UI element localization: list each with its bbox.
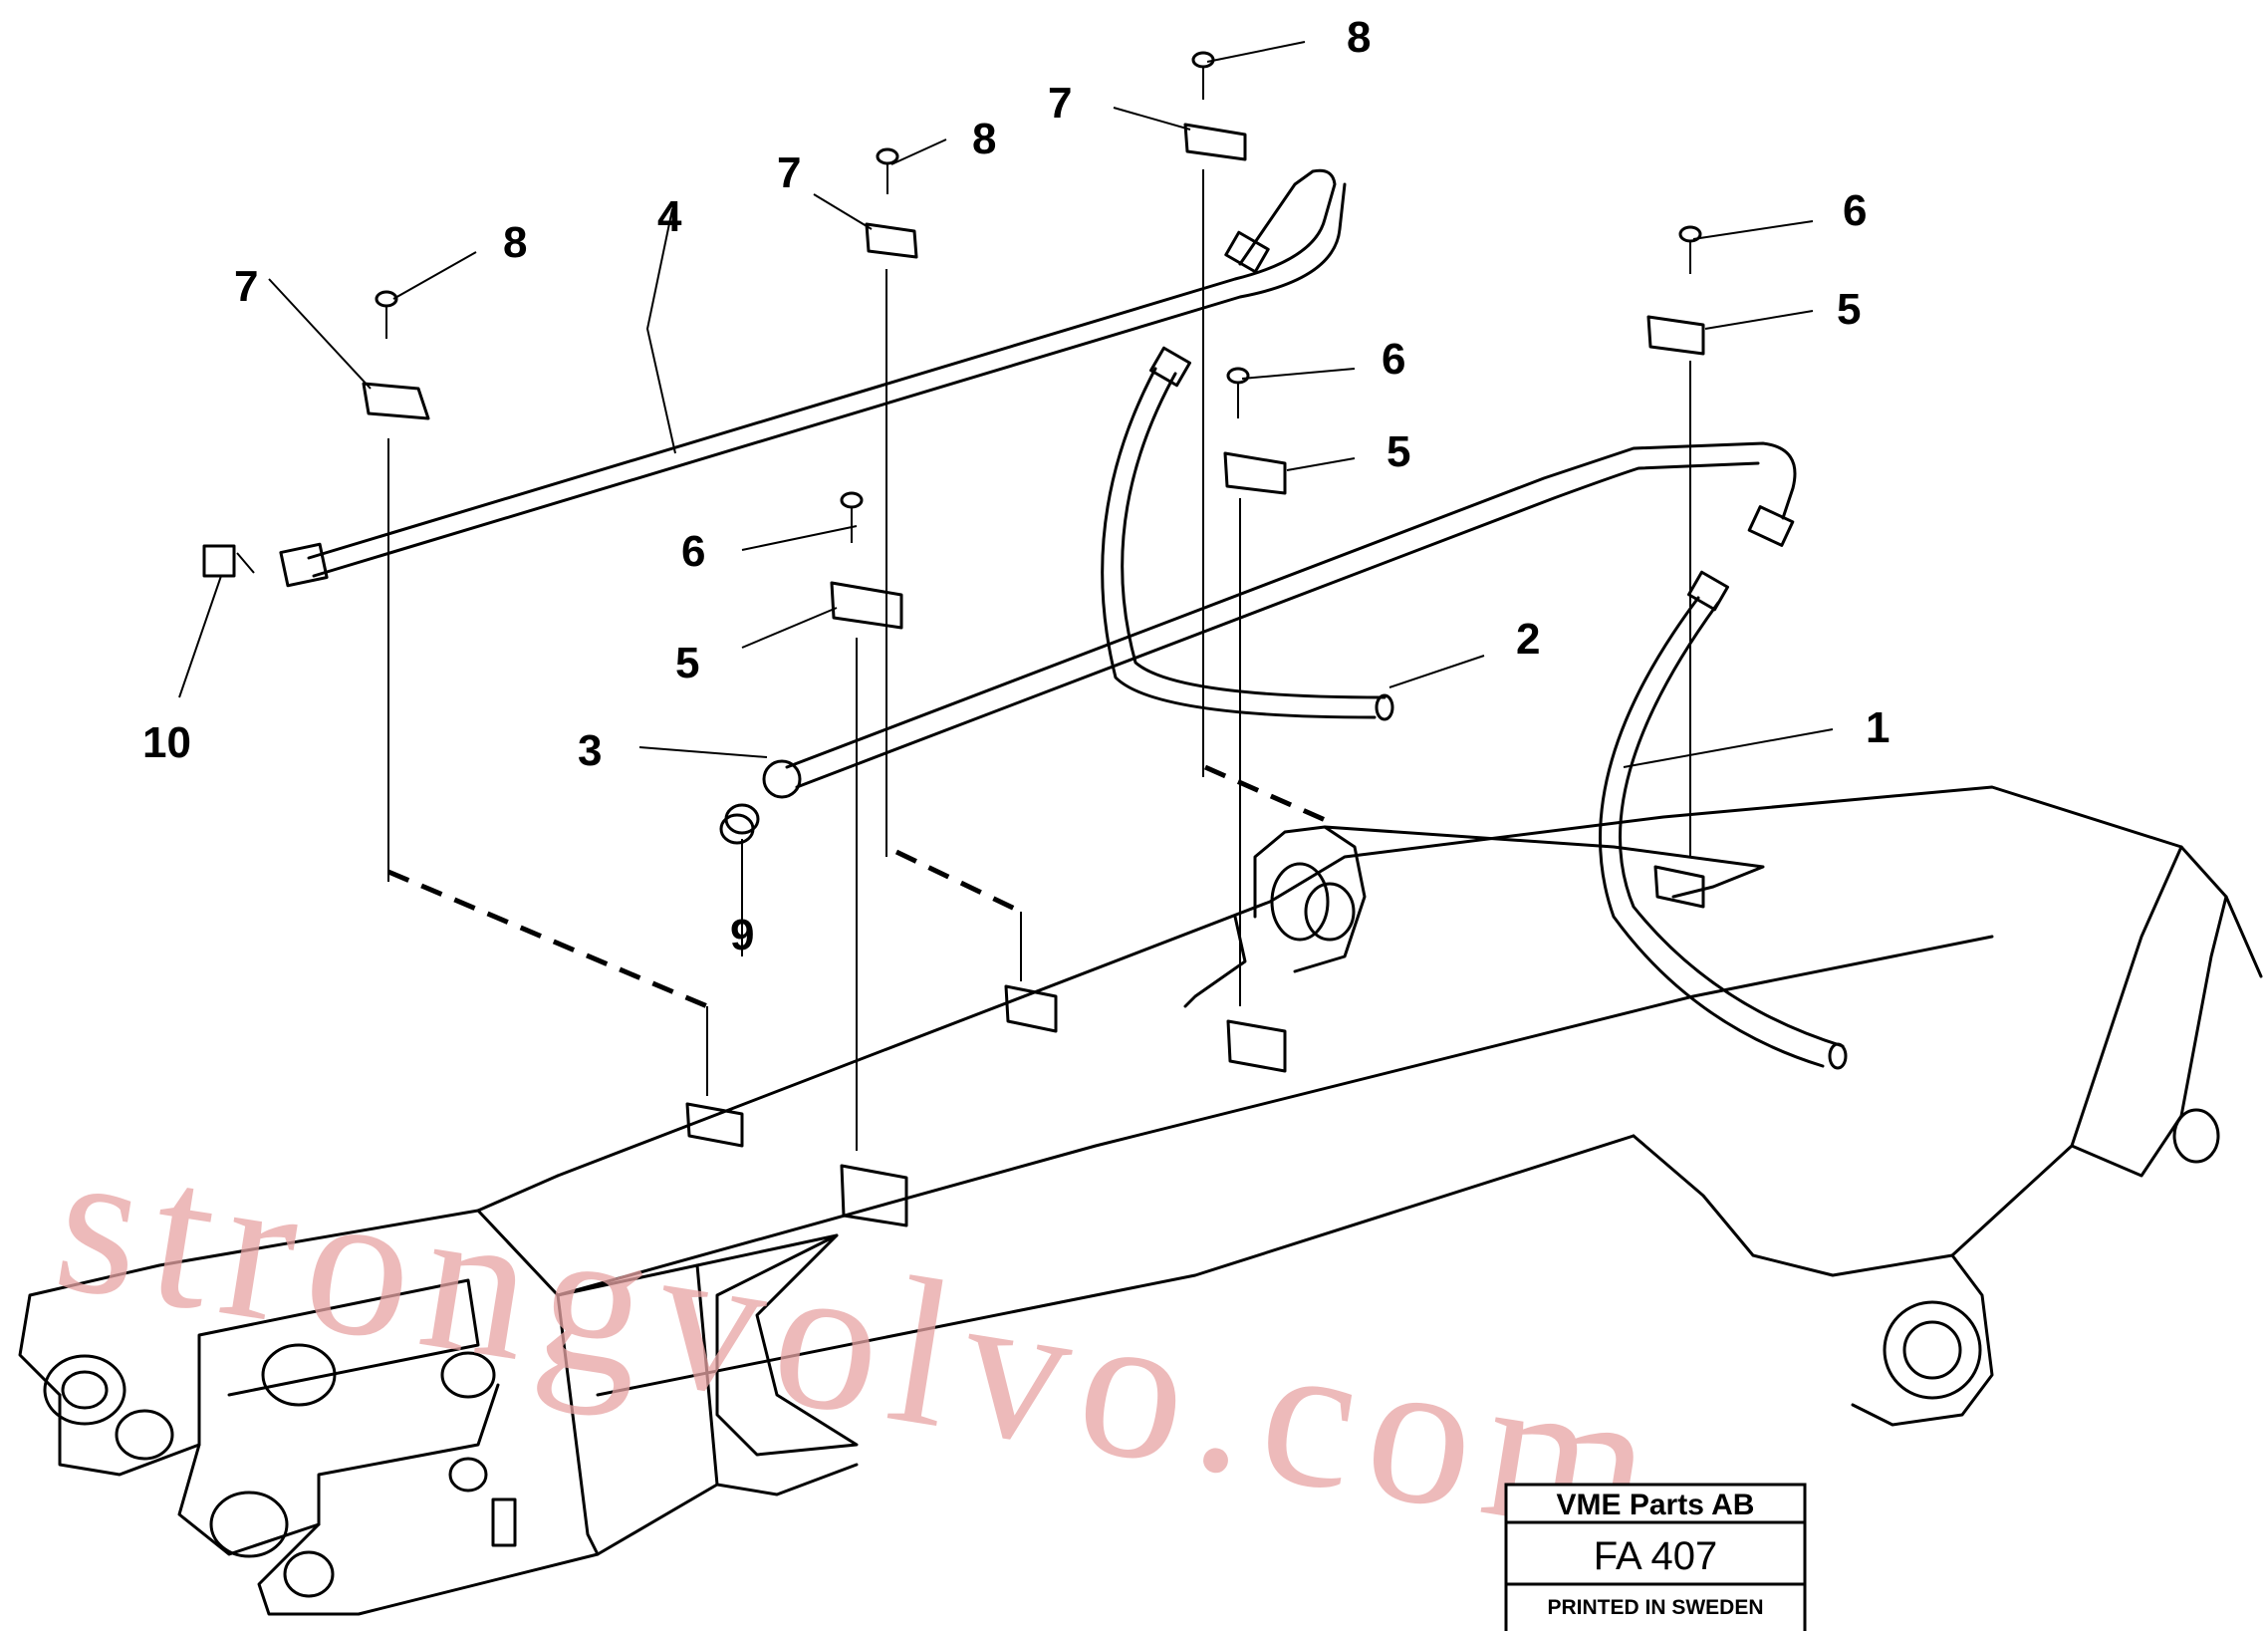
pipe-4: [202, 168, 1347, 588]
callout-6: 6: [681, 527, 705, 576]
callout-7: 7: [1048, 79, 1072, 128]
callout-6: 6: [1382, 335, 1405, 384]
callout-labels: 8 8 8 7 7 7 4 6 6 6 5 5 5 2 1 3 9 10: [142, 13, 1890, 959]
callout-2: 2: [1516, 615, 1540, 664]
callout-10: 10: [142, 718, 191, 767]
callout-8: 8: [503, 218, 527, 267]
callout-8: 8: [972, 115, 996, 163]
leader-lines: [178, 41, 1834, 768]
hose-1: [1598, 570, 1848, 1070]
title-block-company: VME Parts AB: [1557, 1489, 1755, 1521]
watermark-text: strongvolvo.com: [43, 1102, 1680, 1584]
callout-3: 3: [578, 726, 602, 775]
callout-6: 6: [1843, 186, 1867, 235]
callout-7: 7: [234, 262, 258, 311]
callout-5: 5: [675, 639, 699, 687]
clamps-bottom: [685, 865, 1705, 1227]
bolts: [375, 51, 1702, 543]
pipe-3: [719, 441, 1797, 845]
callout-5: 5: [1837, 285, 1861, 334]
callout-9: 9: [730, 911, 754, 959]
clamps-top: [362, 123, 1705, 630]
callout-4: 4: [657, 192, 682, 241]
callout-8: 8: [1347, 13, 1371, 62]
hose-2: [1101, 346, 1394, 721]
callout-7: 7: [777, 148, 801, 197]
callout-5: 5: [1386, 427, 1410, 476]
boom-arm: [18, 785, 2263, 1616]
title-block: VME Parts AB FA 407 PRINTED IN SWEDEN: [1504, 1483, 1807, 1631]
title-block-code: FA 407: [1594, 1534, 1718, 1578]
assembly-lines: [387, 169, 1691, 1151]
title-block-printed: PRINTED IN SWEDEN: [1547, 1596, 1763, 1619]
callout-1: 1: [1866, 703, 1890, 752]
